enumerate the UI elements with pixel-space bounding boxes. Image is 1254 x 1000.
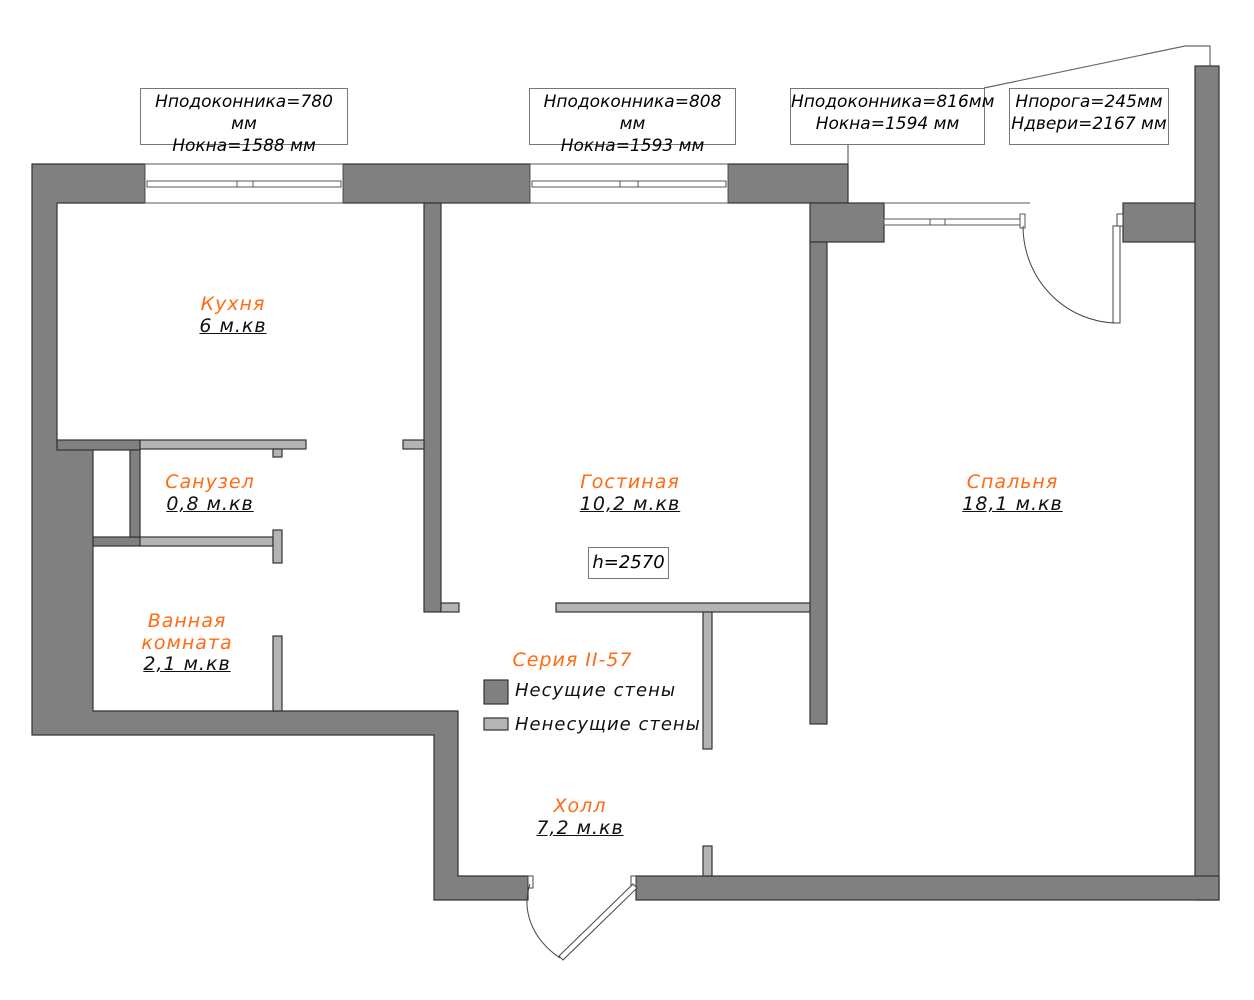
legend-title: Серия II-57 <box>512 649 633 671</box>
threshold-height: Нпорога=245мм <box>1015 92 1163 112</box>
room-area-living: 10,2 м.кв <box>579 493 681 515</box>
entrance-door-arc <box>526 883 561 959</box>
annotation-kitchen-window: Нподоконника=780 мм Нокна=1588 мм <box>140 88 348 156</box>
entrance-door-leaf <box>558 883 638 961</box>
room-area-bedroom: 18,1 м.кв <box>962 493 1063 515</box>
room-area-kitchen: 6 м.кв <box>199 315 267 337</box>
room-name-bedroom: Спальня <box>966 471 1059 493</box>
balcony-door-arc <box>1022 225 1117 324</box>
windows <box>144 163 1030 229</box>
room-name-bathroom-2: комната <box>141 632 233 654</box>
bearing-walls <box>31 65 1220 901</box>
window-height: Нокна=1594 мм <box>815 114 960 134</box>
room-name-kitchen: Кухня <box>200 293 266 315</box>
legend-label-bearing: Несущие стены <box>515 680 677 701</box>
annotation-bedroom-window: Нподоконника=816мм Нокна=1594 мм <box>790 88 995 145</box>
legend-swatch-nonbearing <box>483 717 509 731</box>
room-area-bathroom: 2,1 м.кв <box>143 653 231 675</box>
annotation-balcony-door: Нпорога=245мм Ндвери=2167 мм <box>1009 88 1169 145</box>
ceiling-height: h=2570 <box>588 547 669 579</box>
room-name-wc: Санузел <box>165 471 255 493</box>
window-height: Нокна=1593 мм <box>560 136 705 156</box>
room-name-bathroom: Ванная <box>147 610 227 632</box>
balcony-outline <box>983 45 1211 89</box>
room-area-wc: 0,8 м.кв <box>166 493 254 515</box>
sill-height: Нподоконника=808 мм <box>543 92 722 134</box>
legend-swatch-bearing <box>483 679 509 705</box>
sill-height: Нподоконника=780 мм <box>155 92 333 134</box>
legend-label-nonbearing: Ненесущие стены <box>515 714 701 735</box>
window-bedroom <box>883 218 1023 226</box>
room-name-living: Гостиная <box>580 471 680 493</box>
window-height: Нокна=1588 мм <box>172 136 316 156</box>
room-area-hall: 7,2 м.кв <box>536 817 624 839</box>
door-height: Ндвери=2167 мм <box>1011 114 1167 134</box>
room-name-hall: Холл <box>553 795 607 817</box>
balcony-door-leaf <box>1112 225 1121 324</box>
sill-height: Нподоконника=816мм <box>791 92 995 112</box>
annotation-living-window: Нподоконника=808 мм Нокна=1593 мм <box>529 88 736 156</box>
doors <box>526 213 1124 961</box>
nonbearing-walls <box>139 439 811 877</box>
